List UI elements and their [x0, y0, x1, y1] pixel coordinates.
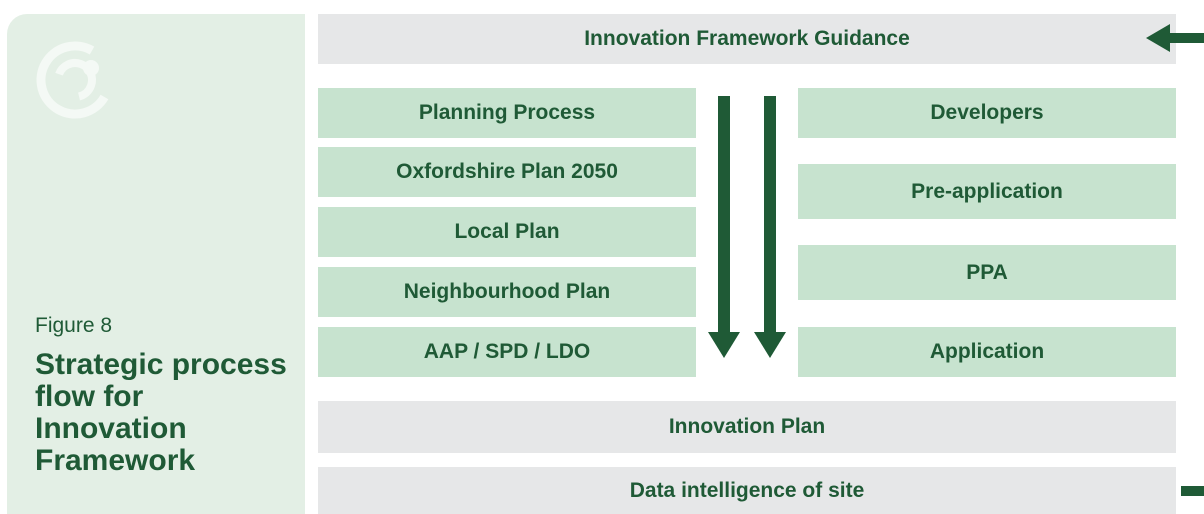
- application-box: Application: [798, 327, 1176, 377]
- pre-application-box: Pre-application: [798, 164, 1176, 219]
- logo-icon: [36, 41, 114, 119]
- local-plan-box: Local Plan: [318, 207, 696, 257]
- figure-label: Figure 8: [35, 314, 113, 337]
- innovation-plan-box: Innovation Plan: [318, 401, 1176, 453]
- data-intelligence-box: Data intelligence of site: [318, 467, 1176, 514]
- planning-process-box: Planning Process: [318, 88, 696, 138]
- oxfordshire-plan-box: Oxfordshire Plan 2050: [318, 147, 696, 197]
- connector-line: [1181, 486, 1204, 496]
- aap-spd-ldo-box: AAP / SPD / LDO: [318, 327, 696, 377]
- guidance-box: Innovation Framework Guidance: [318, 14, 1176, 64]
- developers-box: Developers: [798, 88, 1176, 138]
- down-arrow-left: [708, 96, 740, 358]
- figure-title: Strategic process flow for Innovation Fr…: [35, 348, 287, 477]
- down-arrow-right: [754, 96, 786, 358]
- left-arrow-icon: [1146, 24, 1204, 52]
- figure-panel: Figure 8 Strategic process flow for Inno…: [7, 14, 305, 514]
- neighbourhood-plan-box: Neighbourhood Plan: [318, 267, 696, 317]
- ppa-box: PPA: [798, 245, 1176, 300]
